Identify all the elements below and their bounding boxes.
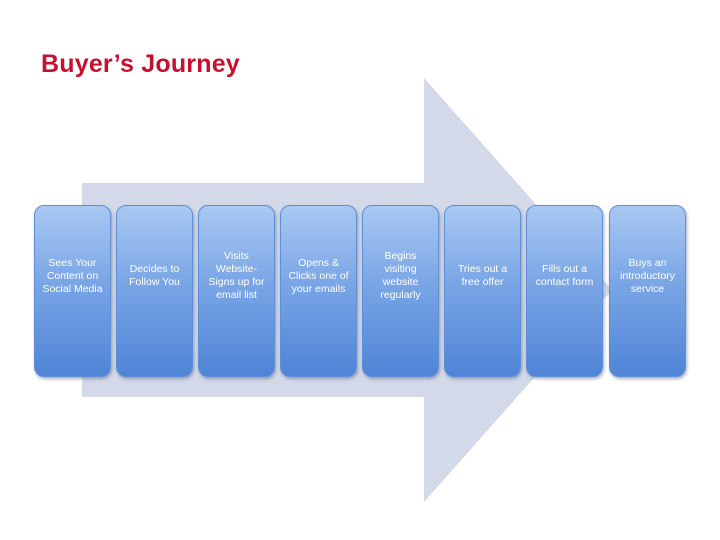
journey-step-label: Visits Website- Signs up for email list — [208, 250, 265, 301]
journey-step-label: Tries out a free offer — [457, 263, 508, 288]
journey-steps: Sees Your Content on Social Media Decide… — [34, 205, 688, 377]
journey-step-label: Opens & Clicks one of your emails — [288, 256, 349, 295]
journey-step-2: Decides to Follow You — [116, 205, 193, 377]
journey-step-label: Buys an introductory service — [620, 256, 675, 295]
journey-step-7: Fills out a contact form — [526, 205, 603, 377]
journey-step-label: Begins visiting website regularly — [380, 250, 421, 301]
slide-title: Buyer’s Journey — [41, 50, 240, 78]
journey-step-5: Begins visiting website regularly — [362, 205, 439, 377]
journey-step-3: Visits Website- Signs up for email list — [198, 205, 275, 377]
journey-step-label: Sees Your Content on Social Media — [42, 256, 103, 295]
journey-step-8: Buys an introductory service — [609, 205, 686, 377]
journey-step-6: Tries out a free offer — [444, 205, 521, 377]
journey-step-label: Decides to Follow You — [129, 263, 180, 288]
journey-step-1: Sees Your Content on Social Media — [34, 205, 111, 377]
journey-step-4: Opens & Clicks one of your emails — [280, 205, 357, 377]
journey-step-label: Fills out a contact form — [535, 263, 594, 288]
